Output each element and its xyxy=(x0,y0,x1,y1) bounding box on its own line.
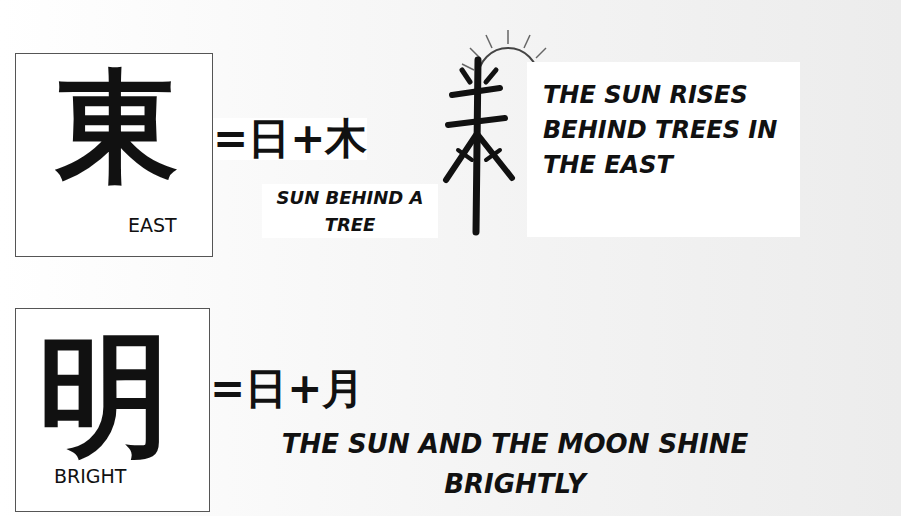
explanation-text: THE SUN AND THE MOON SHINE BRIGHTLY xyxy=(245,424,785,505)
meaning-label: BRIGHT xyxy=(54,465,126,487)
hanzi-character: 明 xyxy=(38,329,170,461)
character-box: 東 EAST xyxy=(15,53,213,257)
formula: =日+木 xyxy=(213,118,367,160)
meaning-label: EAST xyxy=(128,214,177,236)
explanation-box: THE SUN RISES BEHIND TREES IN THE EAST xyxy=(527,62,800,237)
caption-note: SUN BEHIND A TREE xyxy=(262,184,438,238)
hanzi-character: 東 xyxy=(56,66,178,188)
explanation-text: THE SUN RISES BEHIND TREES IN THE EAST xyxy=(543,78,788,182)
character-box: 明 BRIGHT xyxy=(15,308,210,512)
tree-figure xyxy=(446,60,512,232)
formula: =日+月 xyxy=(210,368,364,410)
